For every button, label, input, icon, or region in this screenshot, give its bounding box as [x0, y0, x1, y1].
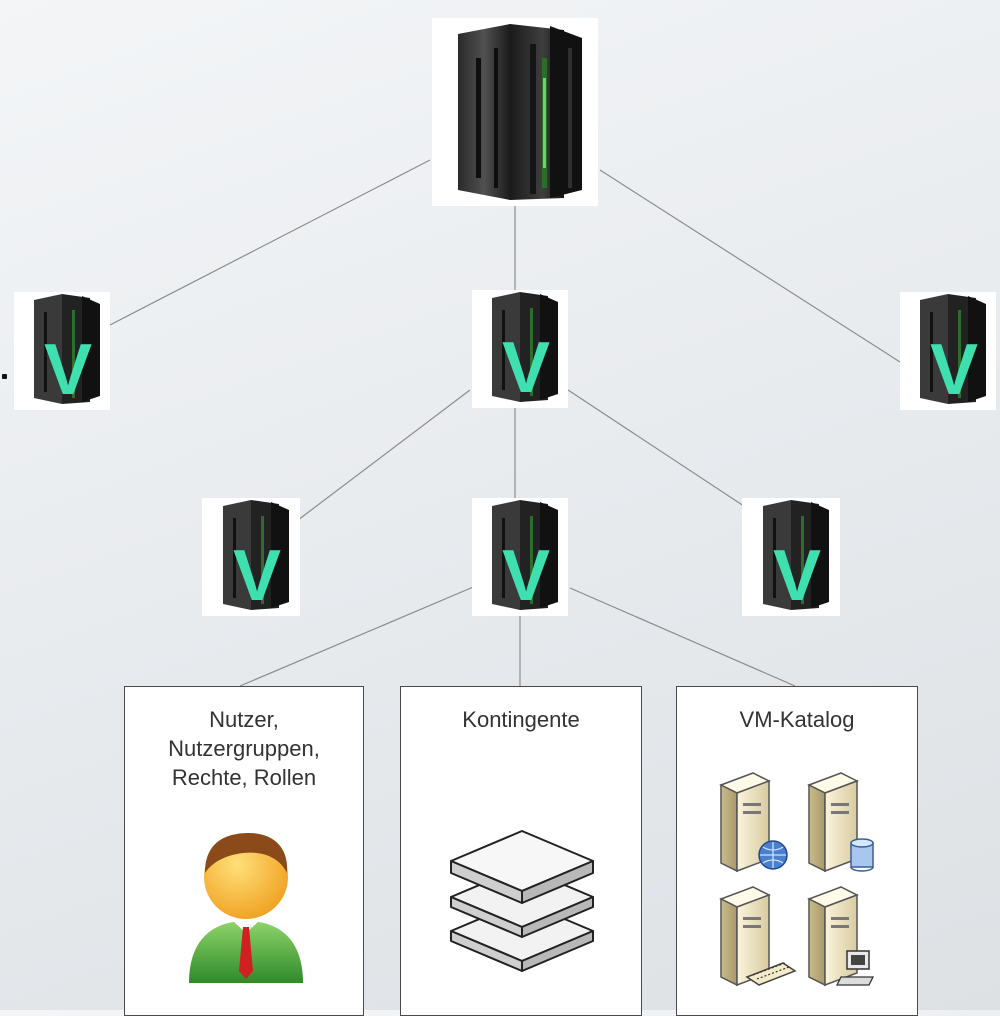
quotas-box: Kontingente [400, 686, 642, 1016]
box-title: Nutzer, Nutzergruppen, Rechte, Rollen [168, 707, 320, 790]
virtual-server-icon: V [492, 500, 558, 616]
virtual-server-node: V [472, 498, 568, 616]
stray-dot [2, 374, 7, 379]
virtual-server-icon: V [492, 292, 558, 408]
server-tower-globe-icon [719, 772, 788, 873]
server-tower-keyboard-icon [719, 886, 797, 987]
connector-line [297, 389, 471, 521]
stacked-layers-icon [450, 830, 594, 972]
server-tower-workstation-icon [807, 886, 875, 987]
virtual-marker: V [930, 330, 978, 410]
server-tower-database-icon [807, 772, 874, 873]
virtual-server-node: V [202, 498, 300, 616]
virtual-marker: V [773, 536, 821, 616]
box-title: Kontingente [462, 707, 580, 732]
virtual-server-icon: V [223, 500, 289, 616]
server-catalog-icon [719, 772, 875, 987]
user-icon [189, 833, 303, 983]
virtual-server-node: V [472, 290, 568, 408]
virtual-server-icon: V [920, 294, 986, 410]
connector-line [599, 169, 926, 379]
physical-server-rack-icon [458, 24, 582, 200]
virtual-server-node: V [900, 292, 996, 410]
virtual-server-icon: V [763, 500, 829, 616]
connector-line [569, 587, 796, 687]
connector-line [564, 387, 763, 519]
connector-line [239, 584, 479, 687]
vm-catalog-box: VM-Katalog [676, 686, 918, 1016]
virtual-server-node: V [742, 498, 840, 616]
virtual-server-icon: V [34, 294, 100, 410]
box-title: VM-Katalog [739, 707, 855, 732]
connector-line [109, 159, 431, 326]
virtual-marker: V [502, 328, 550, 408]
users-box: Nutzer, Nutzergruppen, Rechte, Rollen [124, 686, 364, 1016]
virtual-server-node: V [14, 292, 110, 410]
virtual-marker: V [233, 536, 281, 616]
virtual-marker: V [502, 536, 550, 616]
root-server-node [432, 18, 598, 206]
virtual-marker: V [44, 330, 92, 410]
